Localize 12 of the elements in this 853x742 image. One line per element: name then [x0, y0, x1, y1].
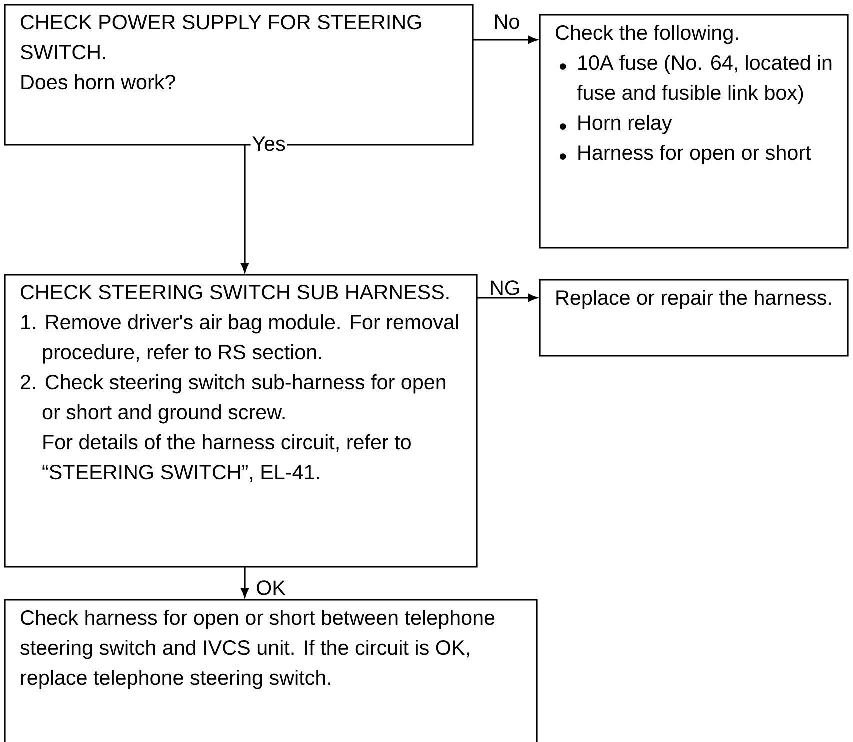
- edge-label: OK: [254, 579, 288, 597]
- arrow: [477, 294, 538, 302]
- edge-label: No: [492, 13, 522, 31]
- process-box: CHECK STEERING SWITCH SUB HARNESS. 1. Remove driver's air bag module. For removal procedure, refer to RS section. 2. Check steering switch sub-harness for open or short and ground screw. For details of the harness circuit, refer to “STEERING SWITCH”, EL-41.: [4, 274, 478, 568]
- process-box: Check the following. 10A fuse (No. 64, located in fuse and fusible link box) Horn relay Harness for open or short: [539, 14, 849, 249]
- process-box: Replace or repair the harness.: [539, 279, 849, 357]
- arrow: [240, 567, 250, 598]
- edge-label: NG: [488, 279, 522, 297]
- process-box: Check harness for open or short between telephone steering switch and IVCS unit. If the circuit is OK, replace telephone steering switch.: [4, 599, 538, 742]
- arrow: [240, 145, 250, 273]
- arrow: [473, 36, 538, 44]
- edge-label: Yes: [250, 135, 288, 153]
